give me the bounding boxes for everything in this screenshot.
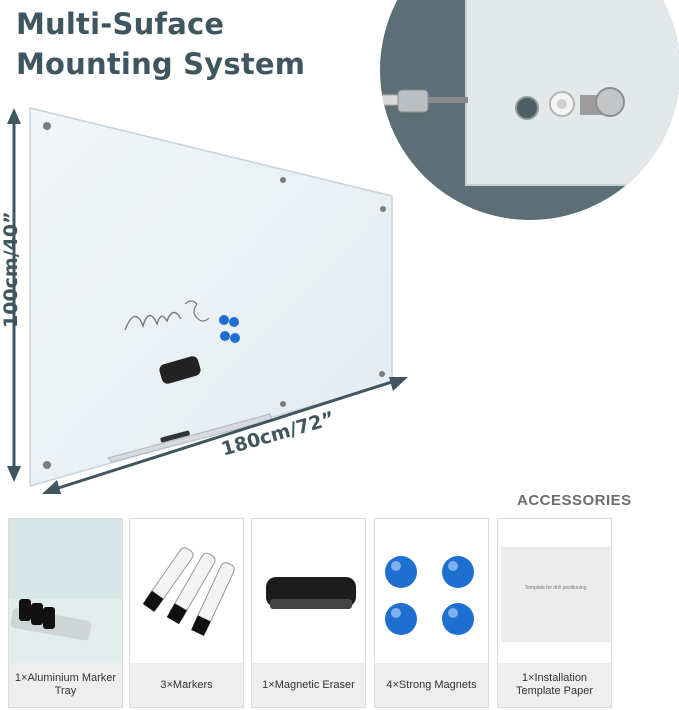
mounting-detail-circle [380,0,679,220]
markers-image [130,519,243,664]
template-paper-text: Template for drill positioning [524,585,587,591]
accessory-card-template-paper: Template for drill positioning 1×Install… [497,518,612,708]
scene [7,0,679,494]
accessory-label: 1×Magnetic Eraser [252,663,365,707]
accessory-label: 1×Aluminium Marker Tray [9,663,122,707]
accessory-card-marker-tray: 1×Aluminium Marker Tray [8,518,123,708]
accessories-title: ACCESSORIES [517,492,632,509]
accessory-card-eraser: 1×Magnetic Eraser [251,518,366,708]
headline-line-1: Multi-Suface [16,7,225,41]
accessory-card-magnets: 4×Strong Magnets [374,518,489,708]
eraser-image [252,519,365,664]
accessory-label: 3×Markers [130,663,243,707]
accessory-label: 1×Installation Template Paper [498,663,611,707]
template-paper-image [498,519,611,664]
magnets-image [375,519,488,664]
headline: Multi-Suface Mounting System [16,4,305,84]
height-arrow [7,108,21,482]
accessory-label: 4×Strong Magnets [375,663,488,707]
headline-line-2: Mounting System [16,47,306,81]
height-dimension-label: 100cm/40” [0,211,22,328]
width-arrow [42,377,408,494]
marker-tray-image [9,519,122,664]
glass-whiteboard [29,107,393,487]
accessory-card-markers: 3×Markers [129,518,244,708]
